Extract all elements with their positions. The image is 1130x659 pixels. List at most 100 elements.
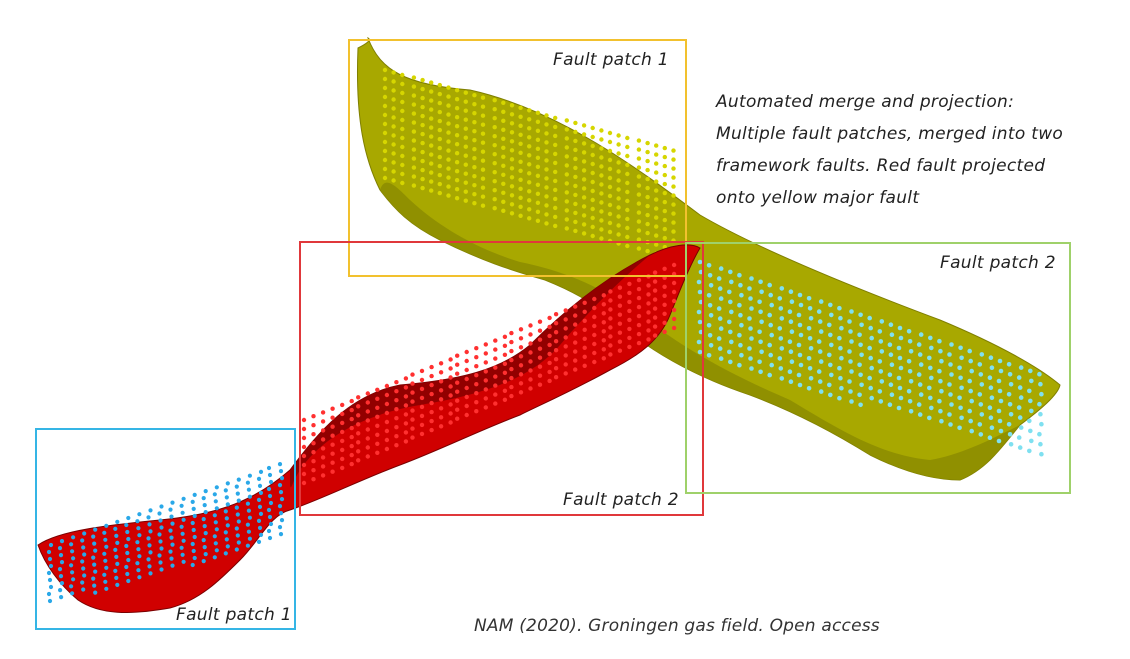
fault-point	[599, 155, 604, 160]
fault-point	[509, 184, 515, 189]
fault-point	[636, 138, 642, 143]
fault-point	[590, 161, 595, 167]
fault-point	[582, 336, 587, 341]
fault-point	[438, 379, 444, 384]
fault-point	[365, 409, 370, 414]
fault-point	[446, 193, 451, 198]
fault-point	[535, 173, 541, 178]
fault-point	[446, 148, 451, 153]
fault-point	[136, 547, 141, 552]
fault-point	[636, 246, 642, 251]
fault-point	[349, 398, 354, 404]
fault-point	[492, 197, 497, 202]
fault-point	[223, 551, 228, 556]
fault-point	[829, 342, 834, 348]
fault-point	[737, 332, 742, 338]
fault-point	[135, 540, 140, 545]
fault-point	[71, 577, 76, 582]
fault-point	[625, 216, 630, 222]
fault-point	[403, 421, 409, 426]
fault-point	[518, 114, 523, 120]
fault-point	[728, 329, 733, 335]
fault-point	[474, 382, 479, 387]
fault-point	[716, 276, 722, 281]
fault-point	[636, 237, 642, 242]
fault-point	[125, 529, 130, 535]
fault-point	[474, 355, 479, 360]
fault-point	[652, 324, 658, 329]
fault-point	[967, 348, 972, 354]
fault-point	[455, 353, 460, 358]
fault-point	[429, 143, 434, 148]
fault-point	[411, 102, 417, 107]
fault-point	[997, 388, 1003, 394]
fault-point	[480, 122, 486, 127]
fault-point	[627, 281, 632, 287]
fault-point	[46, 570, 52, 576]
fault-point	[382, 67, 388, 73]
fault-point	[608, 289, 613, 294]
fault-point	[419, 431, 425, 437]
fault-point	[311, 450, 316, 455]
fault-point	[518, 381, 524, 386]
fault-point	[330, 406, 335, 411]
fault-point	[847, 379, 852, 384]
fault-point	[608, 334, 613, 339]
fault-point	[400, 90, 405, 96]
fault-point	[652, 315, 658, 320]
fault-point	[535, 182, 541, 187]
fault-point	[492, 152, 497, 157]
fault-point	[879, 349, 885, 354]
fault-point	[867, 315, 872, 321]
fault-point	[480, 185, 486, 190]
fault-point	[429, 134, 434, 139]
fault-point	[382, 139, 388, 145]
fault-point	[788, 289, 794, 295]
fault-point	[645, 203, 650, 209]
fault-point	[509, 202, 515, 207]
fault-point	[258, 511, 264, 516]
fault-point	[553, 312, 559, 317]
fault-point	[277, 483, 283, 488]
fault-point	[301, 444, 307, 450]
fault-point	[608, 307, 613, 312]
fault-point	[645, 212, 650, 218]
fault-point	[817, 319, 823, 324]
fault-point	[483, 369, 488, 374]
fault-point	[581, 204, 587, 209]
fault-point	[662, 284, 667, 289]
fault-point	[564, 190, 569, 195]
fault-point	[978, 432, 984, 437]
fault-point	[645, 149, 650, 155]
fault-point	[365, 445, 370, 450]
fault-point	[278, 532, 284, 537]
fault-point	[501, 172, 506, 177]
fault-point	[968, 358, 973, 364]
fault-point	[474, 400, 479, 405]
fault-point	[246, 529, 251, 534]
fault-point	[114, 533, 119, 539]
fault-point	[553, 151, 558, 157]
fault-point	[115, 561, 120, 567]
fault-point	[446, 139, 451, 144]
fault-point	[420, 86, 425, 92]
fault-point	[446, 112, 451, 117]
fault-point	[356, 431, 361, 436]
fault-point	[847, 349, 852, 354]
fault-point	[59, 595, 64, 600]
fault-point	[203, 509, 208, 515]
fault-point	[279, 518, 285, 523]
fault-point	[91, 534, 96, 539]
fault-point	[599, 137, 604, 142]
fault-point	[429, 391, 434, 397]
fault-point	[420, 113, 425, 119]
fault-point	[356, 413, 361, 418]
fault-point	[391, 151, 396, 156]
fault-point	[563, 308, 568, 313]
fault-point	[256, 497, 262, 502]
fault-point	[225, 523, 230, 528]
fault-point	[382, 76, 388, 82]
fault-point	[394, 407, 399, 412]
fault-point	[1039, 421, 1044, 427]
fault-point	[617, 294, 623, 299]
